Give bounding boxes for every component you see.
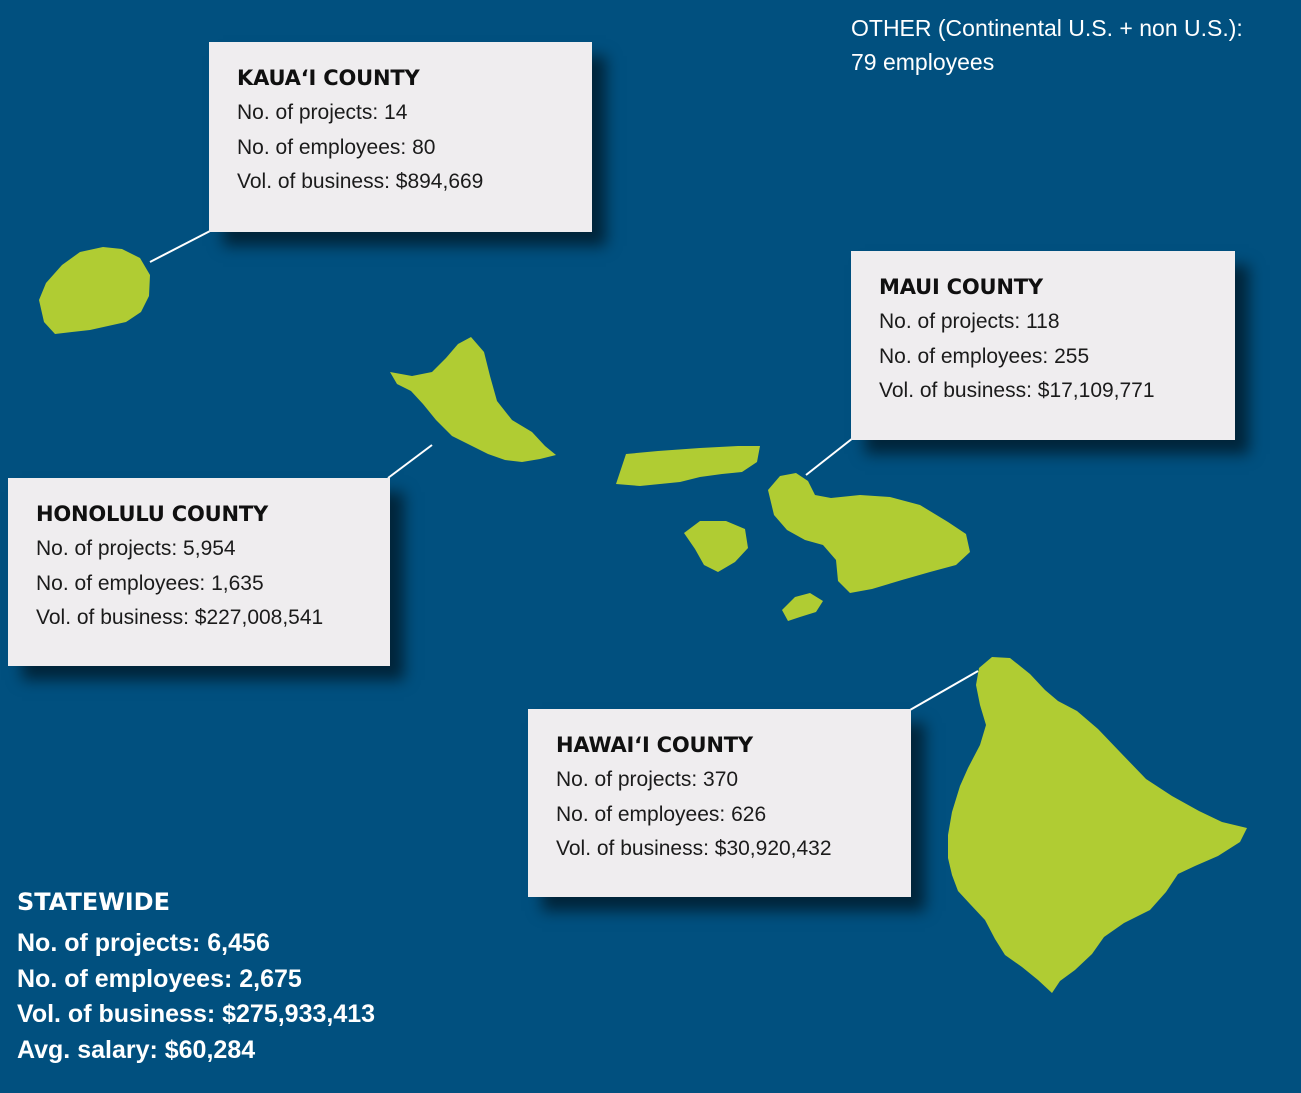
hawaii-employees: No. of employees: 626: [556, 802, 767, 826]
hawaii-projects: No. of projects: 370: [556, 768, 739, 791]
island-lanai: [684, 521, 748, 572]
island-oahu: [390, 337, 556, 462]
hawaii-county-card: HAWAI‘I COUNTY No. of projects: 370 No. …: [528, 709, 911, 897]
hawaii-business: Vol. of business: $30,920,432: [556, 837, 832, 860]
statewide-employees: No. of employees: 2,675: [17, 964, 302, 993]
leader-line-hawaii: [909, 670, 979, 711]
kauai-county-title: KAUA‘I COUNTY: [237, 66, 420, 90]
kauai-projects: No. of projects: 14: [237, 101, 408, 124]
honolulu-business: Vol. of business: $227,008,541: [36, 606, 324, 629]
statewide-salary: Avg. salary: $60,284: [17, 1035, 256, 1064]
honolulu-county-card: HONOLULU COUNTY No. of projects: 5,954 N…: [8, 478, 390, 666]
kauai-business: Vol. of business: $894,669: [237, 170, 484, 193]
honolulu-employees: No. of employees: 1,635: [36, 571, 264, 595]
statewide-summary: STATEWIDE No. of projects: 6,456 No. of …: [17, 888, 375, 1068]
other-value: 79 employees: [851, 49, 995, 75]
statewide-projects: No. of projects: 6,456: [17, 929, 270, 957]
maui-county-card: MAUI COUNTY No. of projects: 118 No. of …: [851, 251, 1235, 440]
leader-line-honolulu: [387, 444, 433, 479]
maui-employees: No. of employees: 255: [879, 344, 1090, 368]
leader-line-maui: [805, 437, 854, 476]
leader-line-kauai: [149, 229, 213, 263]
island-maui: [768, 473, 970, 593]
maui-county-title: MAUI COUNTY: [879, 275, 1043, 299]
hawaii-county-title: HAWAI‘I COUNTY: [556, 733, 753, 757]
other-employees-note: OTHER (Continental U.S. + non U.S.): 79 …: [851, 11, 1243, 79]
other-label: OTHER (Continental U.S. + non U.S.):: [851, 15, 1243, 41]
island-molokai: [616, 446, 760, 486]
statewide-title: STATEWIDE: [17, 888, 170, 916]
maui-business: Vol. of business: $17,109,771: [879, 379, 1155, 402]
island-kauai: [39, 247, 150, 334]
statewide-business: Vol. of business: $275,933,413: [17, 1000, 376, 1028]
honolulu-county-title: HONOLULU COUNTY: [36, 502, 268, 526]
island-hawaii: [948, 657, 1247, 993]
kauai-employees: No. of employees: 80: [237, 135, 436, 159]
island-kahoolawe: [782, 593, 823, 621]
honolulu-projects: No. of projects: 5,954: [36, 537, 236, 560]
kauai-county-card: KAUA‘I COUNTY No. of projects: 14 No. of…: [209, 42, 592, 232]
maui-projects: No. of projects: 118: [879, 310, 1060, 333]
